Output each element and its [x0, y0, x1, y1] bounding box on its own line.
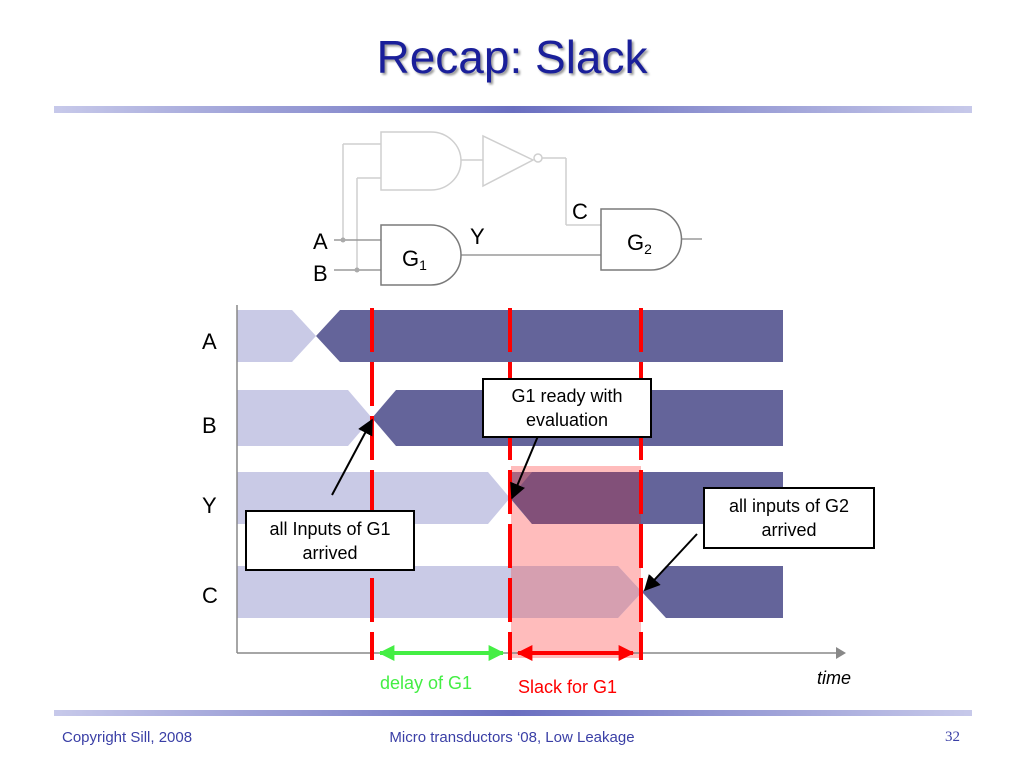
- title-divider: [54, 106, 972, 113]
- callout-g1-ready-text: G1 ready with evaluation: [511, 386, 623, 430]
- footer-course: Micro transductors ‘08, Low Leakage: [389, 729, 635, 746]
- event-markers: [370, 308, 643, 660]
- gate-g1: [380, 224, 462, 286]
- circuit-signal-c: C: [572, 199, 588, 224]
- gate-g2-label: G2: [627, 230, 652, 257]
- gate-g2: [600, 208, 683, 271]
- faded-wire-c: [542, 157, 601, 226]
- slide-title: Recap: Slack: [376, 31, 648, 83]
- callout-inputs-g1-text: all Inputs of G1 arrived: [269, 518, 391, 563]
- pointer-inputs-g2: [643, 533, 698, 592]
- faded-inverter: [482, 134, 543, 188]
- faded-and-gate: [342, 131, 483, 270]
- callout-inputs-g2: all inputs of G2 arrived: [703, 487, 875, 549]
- timing-diagram: A B Y C time delay of G1 Slack for G1: [202, 305, 851, 697]
- delay-label: delay of G1: [380, 673, 472, 693]
- pointer-g1-ready: [510, 435, 539, 500]
- row-label-y: Y: [202, 493, 217, 518]
- circuit-schematic: G1 G2 A B Y C: [313, 131, 702, 286]
- slack-label: Slack for G1: [518, 677, 617, 697]
- callout-g1-ready: G1 ready with evaluation: [482, 378, 652, 438]
- time-axis-arrowhead: [836, 647, 846, 659]
- row-label-b: B: [202, 413, 217, 438]
- waveform-c: [237, 566, 783, 618]
- circuit-input-b: B: [313, 261, 328, 286]
- waveform-a: [237, 310, 783, 362]
- pointer-inputs-g1: [331, 418, 373, 496]
- row-label-a: A: [202, 329, 217, 354]
- junction-dot-a: [340, 237, 346, 243]
- callout-inputs-g1: all Inputs of G1 arrived: [245, 510, 415, 571]
- page-number: 32: [945, 729, 960, 745]
- footer-copyright: Copyright Sill, 2008: [62, 729, 193, 746]
- callout-inputs-g2-text: all inputs of G2 arrived: [728, 496, 850, 540]
- gate-g1-label: G1: [402, 246, 427, 273]
- circuit-signal-y: Y: [470, 224, 485, 249]
- junction-dot-b: [354, 267, 360, 273]
- footer-divider: [54, 710, 972, 716]
- circuit-input-a: A: [313, 229, 328, 254]
- time-label: time: [817, 668, 851, 688]
- row-label-c: C: [202, 583, 218, 608]
